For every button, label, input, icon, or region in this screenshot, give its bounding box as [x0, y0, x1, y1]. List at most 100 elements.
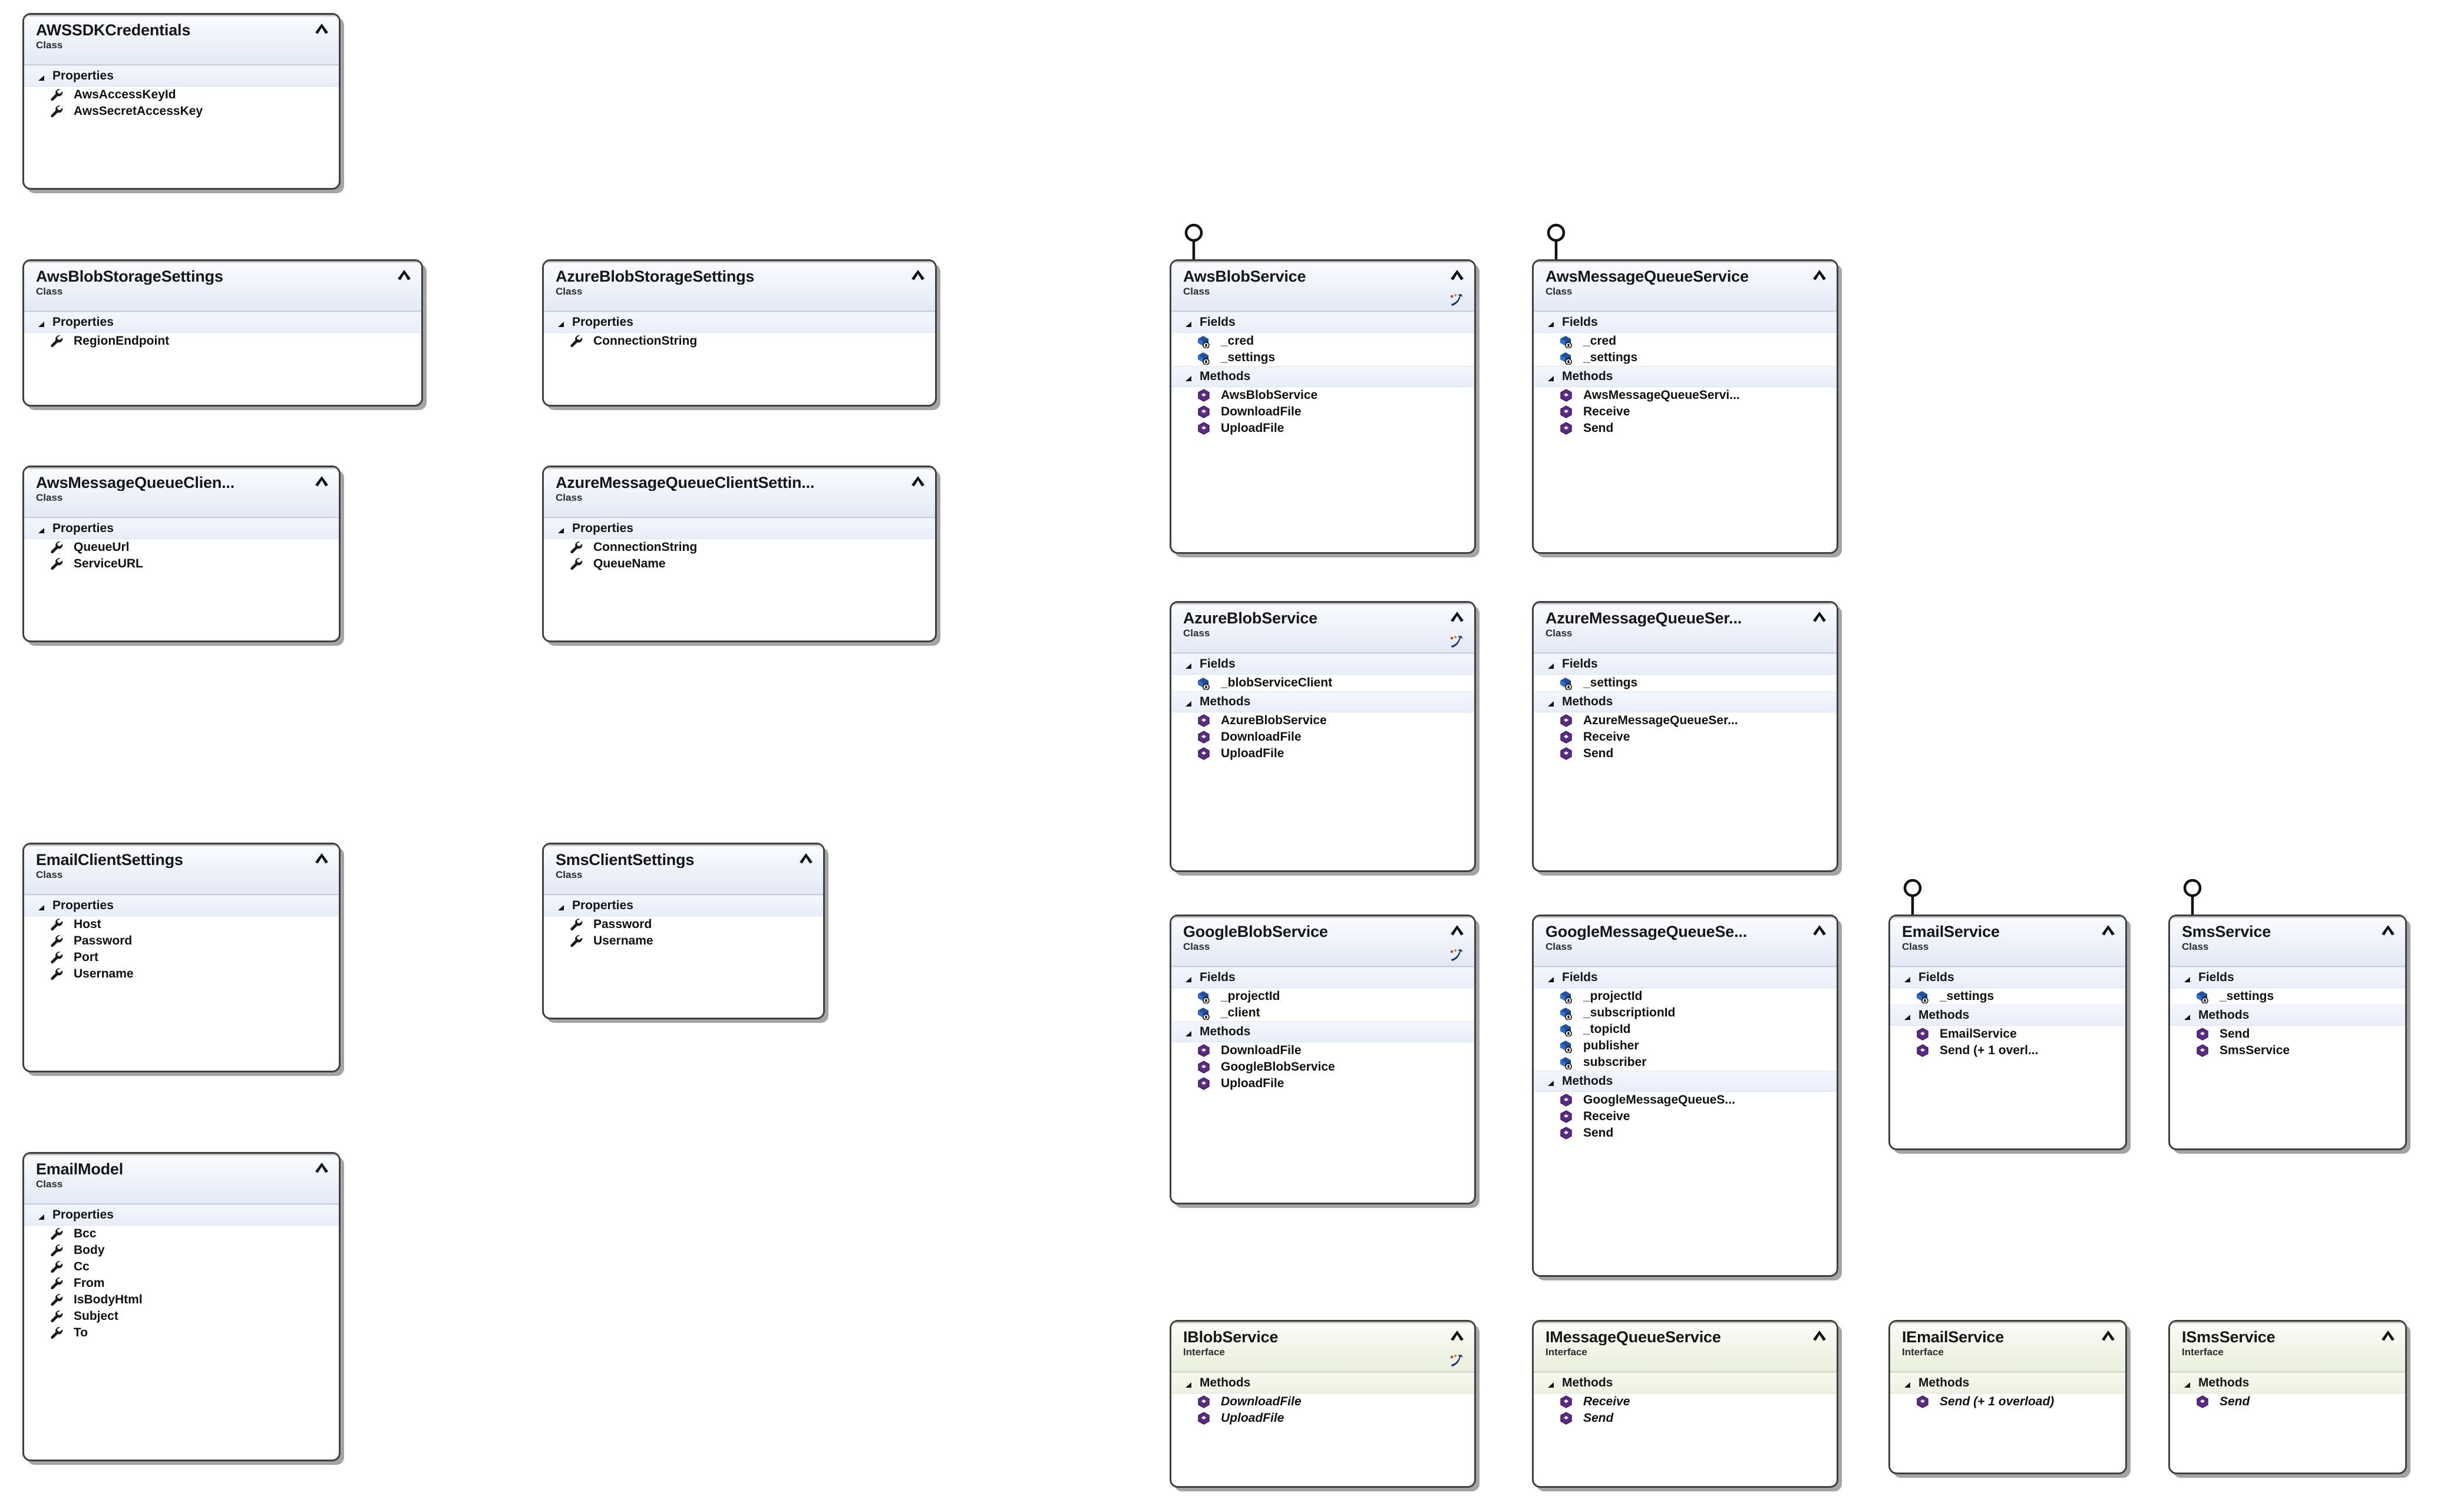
group-header-fields[interactable]: Fields	[1534, 967, 1837, 988]
member-row[interactable]: publisher	[1534, 1038, 1837, 1054]
expander-triangle-icon[interactable]	[1547, 372, 1555, 381]
chevron-up-icon[interactable]	[314, 22, 329, 35]
expander-triangle-icon[interactable]	[37, 902, 45, 910]
member-row[interactable]: _projectId	[1534, 988, 1837, 1005]
member-row[interactable]: AwsMessageQueueServi...	[1534, 387, 1837, 404]
chevron-up-icon[interactable]	[1812, 610, 1827, 623]
member-row[interactable]: _settings	[1171, 349, 1474, 366]
member-row[interactable]: _topicId	[1534, 1021, 1837, 1038]
group-header-fields[interactable]: Fields	[1534, 312, 1837, 333]
member-row[interactable]: ConnectionString	[544, 333, 935, 349]
group-header-fields[interactable]: Fields	[1890, 967, 2125, 988]
member-row[interactable]: _settings	[1534, 675, 1837, 691]
member-row[interactable]: SmsService	[2170, 1042, 2405, 1059]
member-row[interactable]: _projectId	[1171, 988, 1474, 1005]
group-header-properties[interactable]: Properties	[24, 65, 339, 87]
member-row[interactable]: subscriber	[1534, 1054, 1837, 1071]
member-row[interactable]: Username	[544, 933, 823, 949]
chevron-up-icon[interactable]	[1449, 1329, 1465, 1342]
member-row[interactable]: Receive	[1534, 1108, 1837, 1125]
expander-triangle-icon[interactable]	[37, 1211, 45, 1220]
chevron-up-icon[interactable]	[2380, 923, 2396, 936]
chevron-up-icon[interactable]	[314, 474, 329, 487]
member-row[interactable]: Password	[544, 916, 823, 933]
member-row[interactable]: IsBodyHtml	[24, 1292, 339, 1308]
chevron-up-icon[interactable]	[314, 1161, 329, 1174]
expander-triangle-icon[interactable]	[557, 524, 565, 533]
group-header-methods[interactable]: Methods	[1890, 1372, 2125, 1394]
group-header-methods[interactable]: Methods	[1534, 366, 1837, 387]
expander-triangle-icon[interactable]	[1184, 1028, 1193, 1036]
member-row[interactable]: DownloadFile	[1171, 1394, 1474, 1410]
member-row[interactable]: Bcc	[24, 1226, 339, 1242]
expander-triangle-icon[interactable]	[1184, 660, 1193, 669]
member-row[interactable]: AwsBlobService	[1171, 387, 1474, 404]
expander-triangle-icon[interactable]	[1184, 372, 1193, 381]
group-header-fields[interactable]: Fields	[1171, 653, 1474, 675]
group-header-fields[interactable]: Fields	[2170, 967, 2405, 988]
member-row[interactable]: Send (+ 1 overload)	[1890, 1394, 2125, 1410]
expander-triangle-icon[interactable]	[1547, 1379, 1555, 1388]
member-row[interactable]: Cc	[24, 1259, 339, 1275]
expander-triangle-icon[interactable]	[1903, 973, 1911, 982]
member-row[interactable]: QueueName	[544, 556, 935, 572]
expander-triangle-icon[interactable]	[1184, 973, 1193, 982]
member-row[interactable]: DownloadFile	[1171, 729, 1474, 745]
expander-triangle-icon[interactable]	[1547, 973, 1555, 982]
group-header-properties[interactable]: Properties	[544, 518, 935, 539]
group-header-methods[interactable]: Methods	[2170, 1005, 2405, 1026]
member-row[interactable]: RegionEndpoint	[24, 333, 421, 349]
group-header-fields[interactable]: Fields	[1171, 312, 1474, 333]
group-header-properties[interactable]: Properties	[24, 518, 339, 539]
member-row[interactable]: Subject	[24, 1308, 339, 1325]
chevron-up-icon[interactable]	[1449, 923, 1465, 936]
group-header-methods[interactable]: Methods	[1171, 366, 1474, 387]
group-header-properties[interactable]: Properties	[544, 312, 935, 333]
member-row[interactable]: GoogleMessageQueueS...	[1534, 1092, 1837, 1108]
member-row[interactable]: Host	[24, 916, 339, 933]
member-row[interactable]: _subscriptionId	[1534, 1005, 1837, 1021]
member-row[interactable]: Body	[24, 1242, 339, 1259]
member-row[interactable]: Receive	[1534, 1394, 1837, 1410]
expander-triangle-icon[interactable]	[2183, 1379, 2191, 1388]
expander-triangle-icon[interactable]	[1903, 1011, 1911, 1020]
member-row[interactable]: UploadFile	[1171, 1410, 1474, 1427]
member-row[interactable]: AwsAccessKeyId	[24, 87, 339, 103]
chevron-up-icon[interactable]	[1812, 923, 1827, 936]
member-row[interactable]: _settings	[1890, 988, 2125, 1005]
group-header-methods[interactable]: Methods	[1534, 691, 1837, 712]
chevron-up-icon[interactable]	[314, 851, 329, 864]
expander-triangle-icon[interactable]	[1903, 1379, 1911, 1388]
member-row[interactable]: UploadFile	[1171, 1075, 1474, 1092]
expander-triangle-icon[interactable]	[557, 318, 565, 327]
member-row[interactable]: UploadFile	[1171, 745, 1474, 762]
member-row[interactable]: Send	[1534, 745, 1837, 762]
member-row[interactable]: DownloadFile	[1171, 1042, 1474, 1059]
